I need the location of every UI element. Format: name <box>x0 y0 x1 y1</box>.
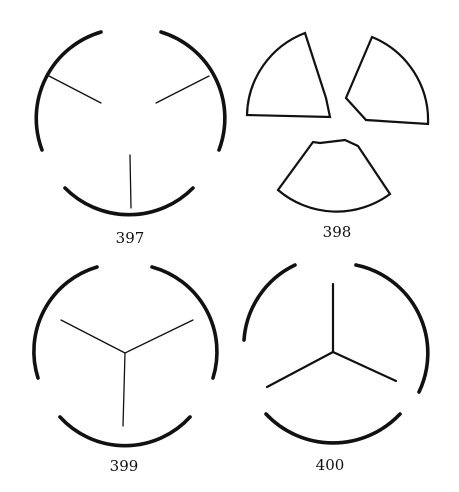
fig400-spoke-right <box>331 350 398 383</box>
fig399-label: 399 <box>110 457 139 475</box>
fig399-spoke-right <box>124 319 194 354</box>
fig397-arc-left <box>34 30 103 152</box>
fig397-arc-right <box>159 30 227 152</box>
fig399-spoke-left <box>60 319 126 354</box>
fig398-label: 398 <box>323 223 352 241</box>
fig397-spoke-bottom <box>129 154 132 209</box>
figure-399: 399 <box>32 265 219 475</box>
fig398-sector-bottom <box>276 138 392 213</box>
fig397-spoke-right <box>155 75 210 104</box>
figure-397: 397 <box>34 30 227 247</box>
fig399-arc-bottom <box>58 415 192 448</box>
fig400-arc-bottom <box>264 412 402 445</box>
figure-398: 398 <box>245 31 430 241</box>
fig398-sector-right <box>344 35 430 126</box>
fig397-label: 397 <box>116 229 145 247</box>
fig397-arc-bottom <box>63 186 195 217</box>
fig399-spoke-bottom <box>122 352 126 427</box>
fig397-spoke-left <box>48 75 102 104</box>
fig398-sector-left <box>245 31 332 119</box>
fig399-arc-left <box>32 265 99 380</box>
fig400-arc-left <box>242 263 297 342</box>
fig400-arc-right <box>354 263 430 394</box>
fig399-arc-right <box>150 265 219 380</box>
figure-400: 400 <box>242 263 430 474</box>
fig400-spoke-left <box>265 350 335 389</box>
fig400-label: 400 <box>316 456 345 474</box>
